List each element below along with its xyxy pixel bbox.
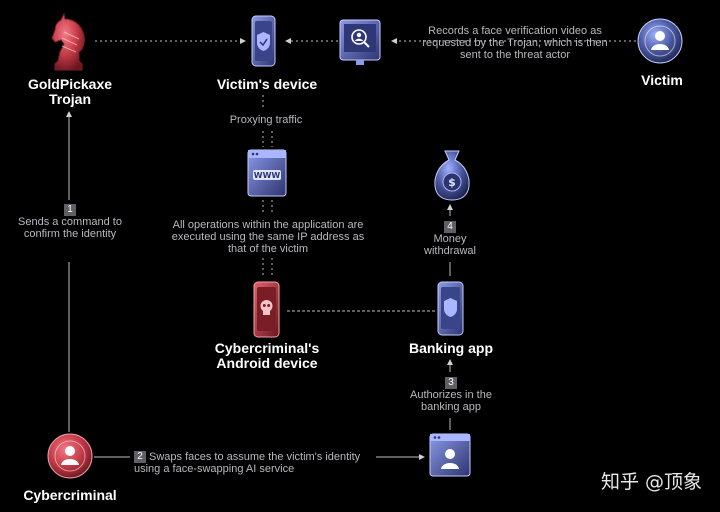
step-2-text: Swaps faces to assume the victim's ident…: [134, 451, 361, 476]
step-4: 4 Money withdrawal: [410, 221, 490, 257]
svg-text:$: $: [448, 176, 456, 189]
money-bag-icon: $: [434, 150, 470, 201]
step-1-text: Sends a command to confirm the identity: [18, 216, 122, 241]
www-browser-icon: WWW: [247, 149, 287, 197]
node-label-victim-device: Victim's device: [216, 76, 318, 92]
step-1-badge: 1: [64, 204, 76, 217]
step-2-badge: 2: [134, 451, 146, 464]
node-label-cybercriminal: Cybercriminal: [23, 487, 117, 503]
note-same-ip: All operations within the application ar…: [171, 219, 365, 255]
phone-skull-icon: [253, 281, 280, 338]
step-1: 1 Sends a command to confirm the identit…: [14, 204, 126, 240]
node-label-banking-app: Banking app: [408, 340, 493, 356]
note-proxying: Proxying traffic: [229, 114, 303, 126]
note-record-video: Records a face verification video as req…: [422, 25, 608, 61]
user-icon: [47, 433, 93, 479]
face-scan-icon: [339, 19, 381, 65]
step-4-badge: 4: [444, 221, 456, 234]
phone-shield-icon: [437, 281, 464, 336]
www-text: WWW: [254, 171, 281, 180]
node-label-victim: Victim: [641, 72, 683, 88]
watermark: 知乎 @顶象: [600, 471, 702, 493]
node-label-trojan: GoldPickaxe Trojan: [27, 76, 113, 107]
browser-user-icon: [429, 433, 471, 477]
user-icon: [637, 18, 683, 64]
step-4-text: Money withdrawal: [424, 233, 476, 258]
step-3-badge: 3: [445, 377, 457, 390]
chess-knight-icon: [51, 12, 85, 71]
step-3-text: Authorizes in the banking app: [410, 389, 492, 414]
phone-shield-icon: [251, 15, 276, 67]
step-3: 3 Authorizes in the banking app: [404, 377, 498, 413]
node-label-criminal-device: Cybercriminal's Android device: [214, 340, 320, 371]
